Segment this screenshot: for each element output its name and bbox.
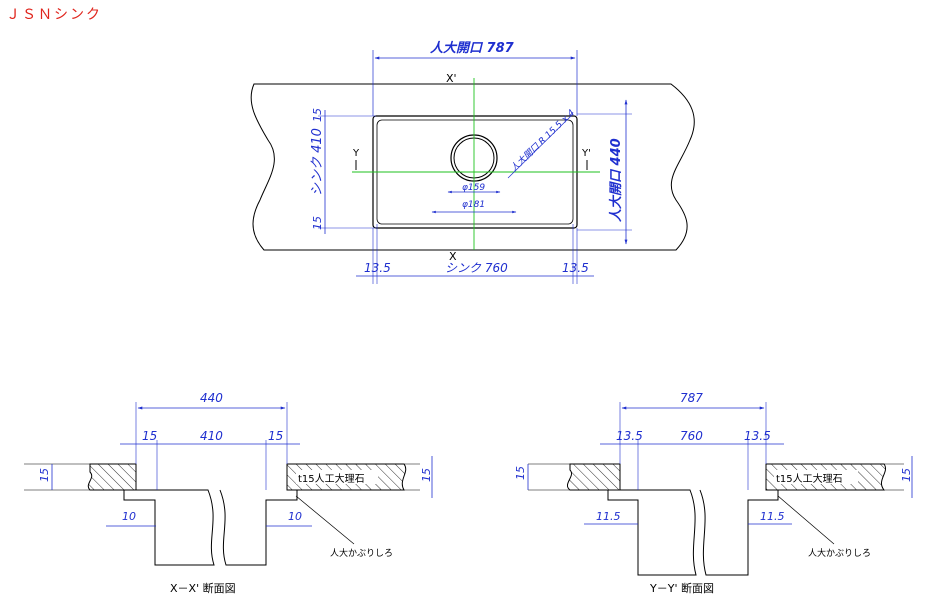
- dim-x-lip-right: 10: [288, 510, 302, 523]
- dim-sink-760: シンク 760: [445, 261, 508, 275]
- section-mark-x-bottom: X: [449, 250, 457, 263]
- dim-y-total: 787: [680, 391, 703, 405]
- dim-x-thick-right: 15: [420, 468, 433, 482]
- dim-phi181: φ181: [462, 200, 485, 210]
- note-y: 人大かぶりしろ: [808, 547, 871, 559]
- section-y-view: t15人工大理石 787 13.5 760 13.5 15 15 11.5 11…: [514, 391, 913, 595]
- slab-left-y: [566, 463, 621, 491]
- radius-note: 人大開口 R 15.5 x 4: [508, 107, 577, 174]
- section-mark-y-right: Y': [581, 148, 591, 159]
- dim-sink-410: シンク 410: [310, 128, 325, 196]
- dim-13-5-right: 13.5: [562, 261, 589, 275]
- section-mark-x-top: X': [446, 72, 457, 85]
- caption-y: Y－Y' 断面図: [649, 581, 714, 595]
- dim-y-lip-left: 11.5: [596, 510, 621, 523]
- material-label-y: t15人工大理石: [776, 472, 843, 485]
- dim-x-lip-left: 10: [122, 510, 136, 523]
- dim-y-right-13-5: 13.5: [744, 429, 771, 443]
- plan-view: 人大開口 787 X' X Y Y' 15 シンク 410 15 人大開口 44…: [250, 40, 695, 284]
- dim-x-middle: 410: [200, 429, 223, 443]
- countertop-outline: [250, 83, 695, 251]
- slab-left: [87, 463, 137, 491]
- sink-body-x: [123, 489, 215, 566]
- dim-y-left-13-5: 13.5: [616, 429, 643, 443]
- caption-x: X－X' 断面図: [170, 581, 236, 595]
- dim-open-787: 人大開口 787: [430, 40, 515, 56]
- dim-13-5-left: 13.5: [364, 261, 391, 275]
- dim-open-440: 人大開口 440: [608, 138, 624, 222]
- drawing-title: ＪＳＮシンク: [6, 7, 102, 23]
- dim-y-thick-right: 15: [900, 468, 913, 482]
- section-mark-y-left: Y: [352, 148, 360, 159]
- dim-x-total: 440: [200, 391, 223, 405]
- dim-x-thick-left: 15: [38, 468, 51, 482]
- dim-y-thick-left: 15: [514, 466, 527, 480]
- dim-x-left-15: 15: [142, 429, 157, 443]
- note-x: 人大かぶりしろ: [330, 547, 393, 559]
- dim-phi159: φ159: [462, 183, 485, 193]
- dim-x-right-15: 15: [268, 429, 283, 443]
- sink-body-y: [607, 489, 697, 576]
- dim-15-bottom: 15: [311, 216, 324, 230]
- material-label-x: t15人工大理石: [298, 472, 365, 485]
- section-x-view: t15人工大理石 440 15 410 15 15 15 10 10 人大かぶり…: [24, 391, 433, 595]
- dim-15-top: 15: [311, 108, 324, 122]
- dim-y-lip-right: 11.5: [760, 510, 785, 523]
- dim-y-middle: 760: [680, 429, 703, 443]
